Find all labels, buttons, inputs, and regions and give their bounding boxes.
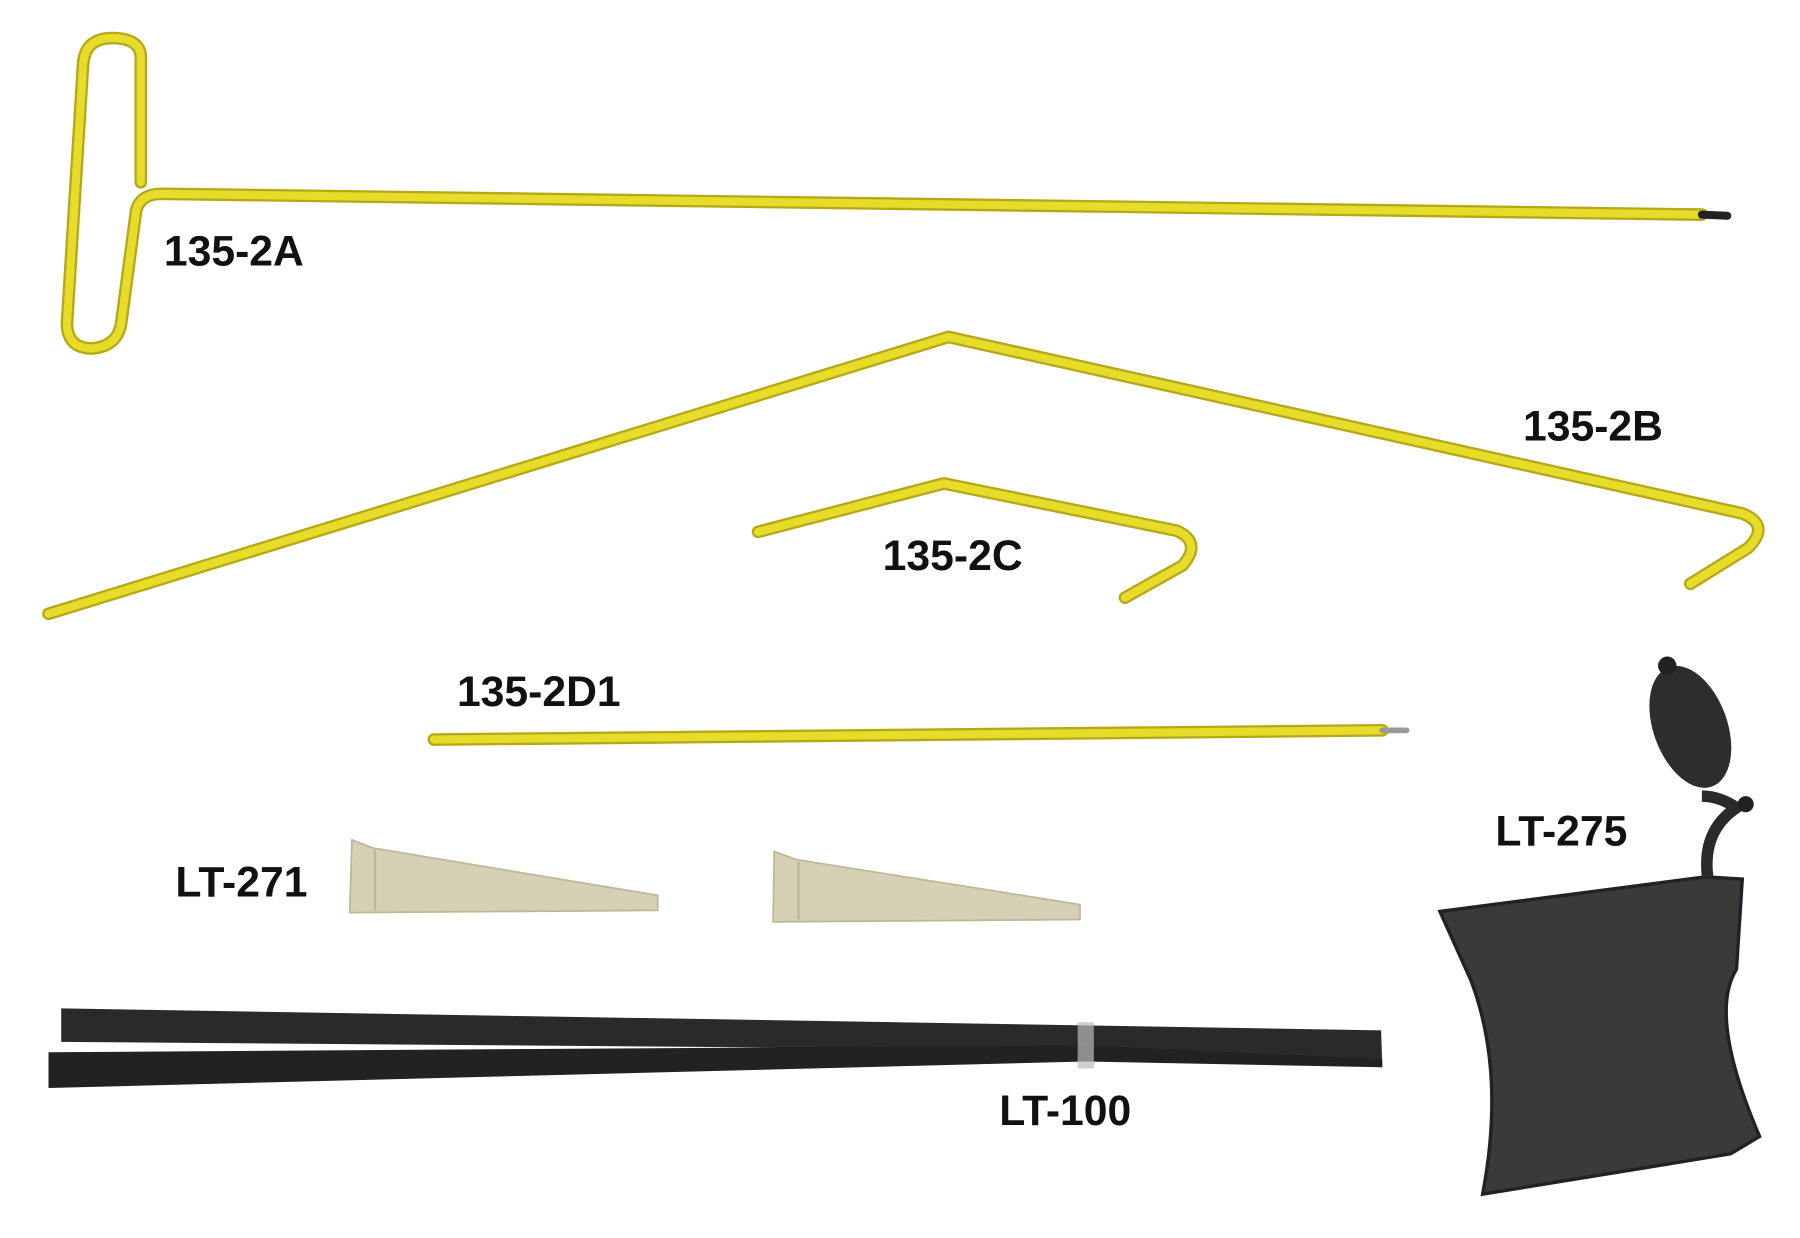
rod-135-2b [42, 330, 1765, 621]
label-lt-100: LT-100 [999, 1087, 1131, 1135]
label-135-2a: 135-2A [164, 227, 304, 275]
label-135-2d1: 135-2D1 [457, 668, 621, 716]
strap-lt-100 [48, 1008, 1383, 1089]
rod-135-2a [60, 31, 1732, 355]
label-lt-275: LT-275 [1495, 808, 1627, 856]
label-135-2c: 135-2C [883, 532, 1023, 580]
label-lt-271: LT-271 [175, 858, 307, 906]
air-wedge-lt-275 [1437, 656, 1762, 1197]
wedge-lt-271 [348, 838, 1081, 923]
label-135-2b: 135-2B [1523, 403, 1663, 451]
rod-135-2c [751, 477, 1198, 605]
rod-135-2d1 [427, 723, 1410, 746]
